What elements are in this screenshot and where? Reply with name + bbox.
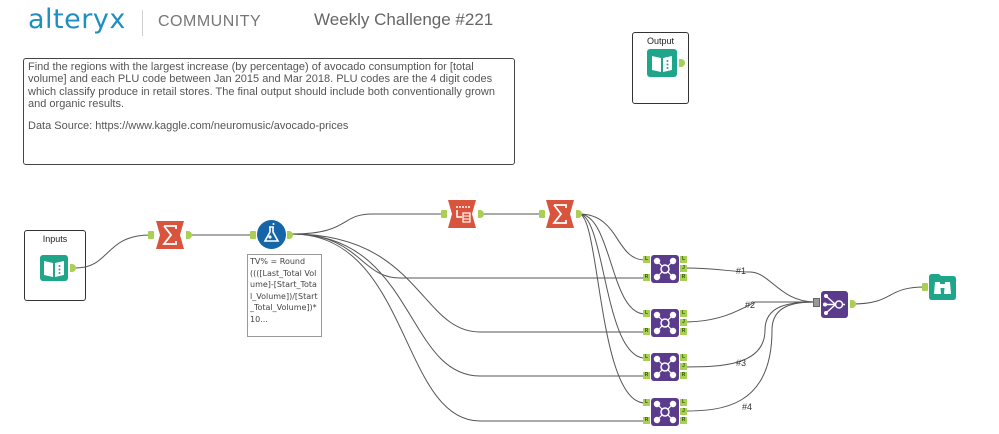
join4-left-anchor[interactable]: L [643,399,650,406]
union-output-anchor[interactable] [850,300,856,308]
connection-join2-union [683,301,815,323]
join4-right-anchor[interactable]: R [643,417,650,424]
connection-label-3: #3 [736,358,747,368]
summarize-tool-2[interactable] [546,200,574,228]
sigma-icon [546,200,574,228]
formula-output-anchor[interactable] [287,231,293,239]
challenge-title: Weekly Challenge #221 [314,10,494,29]
browse-input-anchor[interactable] [922,283,928,291]
crosstab-icon [448,200,476,228]
output-tool-anchor[interactable] [679,59,685,67]
summarize1-output-anchor[interactable] [186,231,192,239]
summarize2-output-anchor[interactable] [576,210,582,218]
join-icon [651,398,679,426]
summarize2-input-anchor[interactable] [539,210,545,218]
flask-icon [257,220,286,249]
connection-formula-join2-r [291,233,645,333]
output-container-title: Output [646,36,675,46]
join3-right-anchor[interactable]: R [643,372,650,379]
connection-summarize2-join3-l [578,213,646,359]
join3-left-anchor[interactable]: L [643,354,650,361]
connection-input-summarize [75,234,151,269]
inputs-container-title: Inputs [42,234,68,244]
connection-summarize2-join2-l [578,213,646,315]
join2-l-output[interactable]: L [680,310,687,317]
join1-r-output[interactable]: R [680,274,687,281]
join2-left-anchor[interactable]: L [643,310,650,317]
formula-input-anchor[interactable] [250,231,256,239]
connection-join4-union [683,301,816,412]
connection-join3-union [683,301,816,368]
connection-formula-join4-r [291,233,645,422]
crosstab-tool[interactable] [448,200,476,228]
description-text: Find the regions with the largest increa… [28,61,495,110]
union-tool[interactable] [821,291,848,318]
summarize-tool-1[interactable] [156,221,184,249]
formula-tool[interactable] [257,220,286,249]
connection-label-2: #2 [745,300,756,310]
union-input-anchor[interactable] [813,298,820,307]
input-data-tool[interactable] [40,255,68,281]
join-icon [651,309,679,337]
sigma-icon [156,221,184,249]
union-icon [821,291,848,318]
join4-r-output[interactable]: R [680,417,687,424]
book-icon [647,49,677,77]
connection-summarize2-join4-l [578,213,646,404]
logo-divider [142,10,143,36]
connection-summarize2-join1-l [578,213,646,261]
connection-label-4: #4 [742,402,753,412]
input-tool-output-anchor[interactable] [70,264,76,272]
connection-formula-join3-r [291,233,645,377]
join3-r-output[interactable]: R [680,372,687,379]
join1-right-anchor[interactable]: R [643,274,650,281]
connection-join1-union [683,267,816,303]
output-book-tool[interactable] [647,49,677,77]
formula-annotation: TV% = Round ((([Last_Total Volume]-[Star… [247,254,322,337]
join2-r-output[interactable]: R [680,328,687,335]
join2-right-anchor[interactable]: R [643,328,650,335]
join2-j-output[interactable]: J [680,319,687,326]
join4-j-output[interactable]: J [680,408,687,415]
alteryx-logo: alteryx [28,4,126,35]
join3-j-output[interactable]: J [680,363,687,370]
binoculars-icon [929,274,956,300]
join-icon [651,353,679,381]
crosstab-output-anchor[interactable] [478,210,484,218]
browse-tool[interactable] [929,274,956,300]
connection-union-browse [851,286,926,305]
connection-formula-crosstab [291,213,443,235]
join-icon [651,255,679,283]
connection-label-1: #1 [736,266,747,276]
join1-left-anchor[interactable]: L [643,256,650,263]
join1-l-output[interactable]: L [680,256,687,263]
summarize1-input-anchor[interactable] [148,231,154,239]
description-comment[interactable]: Find the regions with the largest increa… [23,58,515,165]
data-source-text: Data Source: https://www.kaggle.com/neur… [28,120,349,133]
join4-l-output[interactable]: L [680,399,687,406]
community-label: COMMUNITY [158,13,262,30]
join3-l-output[interactable]: L [680,354,687,361]
join1-j-output[interactable]: J [680,265,687,272]
book-icon [40,255,68,281]
crosstab-input-anchor[interactable] [441,210,447,218]
